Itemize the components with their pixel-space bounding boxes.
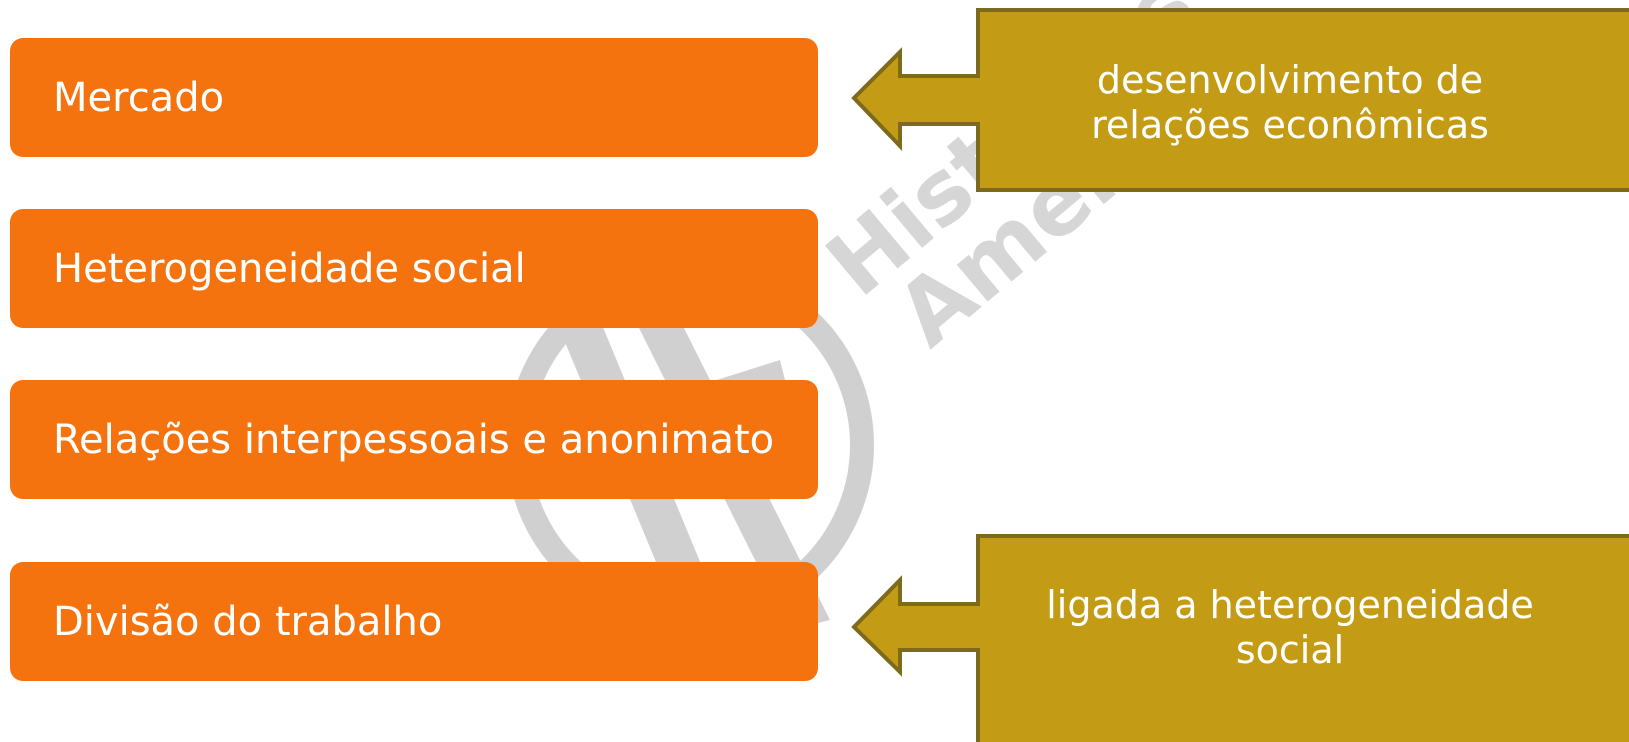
- callout-arrow-2: [851, 534, 1629, 742]
- box-mercado: Mercado: [10, 38, 818, 157]
- box-label: Relações interpessoais e anonimato: [53, 416, 775, 463]
- box-relacoes-interpessoais: Relações interpessoais e anonimato: [10, 380, 818, 499]
- box-label: Divisão do trabalho: [53, 598, 443, 645]
- callout-text-2: ligada a heterogeneidade social: [990, 563, 1590, 693]
- box-label: Mercado: [53, 74, 225, 121]
- callout-label: ligada a heterogeneidade social: [1046, 583, 1534, 672]
- box-label: Heterogeneidade social: [53, 245, 526, 292]
- box-heterogeneidade-social: Heterogeneidade social: [10, 209, 818, 328]
- callout-arrow-1: [851, 8, 1629, 192]
- callout-label: desenvolvimento de relações econômicas: [1091, 58, 1489, 147]
- callout-text-1: desenvolvimento de relações econômicas: [990, 38, 1590, 168]
- box-divisao-do-trabalho: Divisão do trabalho: [10, 562, 818, 681]
